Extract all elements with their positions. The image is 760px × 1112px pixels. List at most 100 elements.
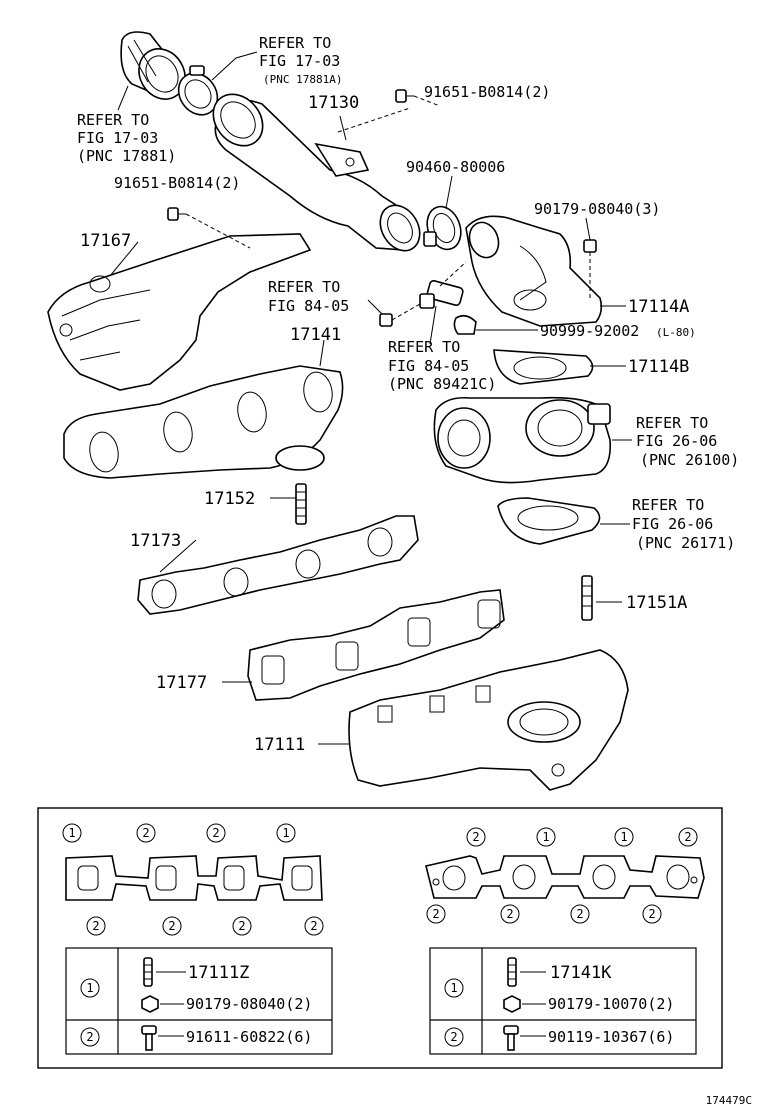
label-90999-note: (L-80) — [656, 326, 696, 339]
callout-refer-fig-84-05-b: REFER TO FIG 84-05 (PNC 89421C) — [388, 338, 496, 393]
label-90179: 90179-08040(3) — [534, 200, 660, 218]
legend-right-gasket — [425, 855, 705, 899]
bolt-91651-top-part — [395, 89, 414, 103]
legend-box — [37, 807, 723, 1069]
intake-pipe-17130-part — [212, 93, 421, 252]
callout-text: REFER TO — [268, 278, 340, 296]
gasket-throttle-part — [497, 497, 601, 545]
label-91651-left: 91651-B0814(2) — [114, 174, 240, 192]
mark-number: 2 — [432, 907, 439, 921]
bolt-91651-left-part — [167, 207, 186, 221]
intake-gasket-17177-part — [247, 589, 505, 701]
nut-icon — [503, 995, 521, 1013]
mark-number: 2 — [684, 830, 691, 844]
diagram-id: 174479C — [706, 1094, 752, 1107]
legend-left-gasket — [65, 855, 323, 901]
bolt-refer-8405-part — [379, 313, 393, 327]
gasket-17114b-part — [493, 349, 594, 385]
stud-icon — [507, 957, 517, 987]
air-hose-part — [120, 31, 186, 100]
label-17177: 17177 — [156, 673, 207, 693]
outlet-housing-17114a-part — [465, 215, 603, 327]
mark-number: 2 — [310, 919, 317, 933]
part-number: 90179-10070(2) — [548, 995, 674, 1013]
stud-icon — [143, 957, 153, 987]
callout-refer-fig-26-06-b: REFER TO FIG 26-06 (PNC 26171) — [632, 496, 735, 552]
callout-text: (PNC 89421C) — [388, 375, 496, 393]
part-number: 17141K — [550, 963, 612, 983]
throttle-body-part — [433, 396, 612, 484]
mark-number: 2 — [506, 907, 513, 921]
heat-insulator-17167-part — [47, 233, 312, 391]
callout-text: (PNC 17881A) — [263, 73, 342, 86]
part-number: 90119-10367(6) — [548, 1028, 674, 1046]
label-90999: 90999-92002 — [540, 322, 639, 340]
hose-clamp-90460-part — [423, 205, 462, 251]
callout-refer-fig-17-03: REFER TO FIG 17-03 (PNC 17881) — [77, 111, 176, 165]
mark-number: 1 — [282, 826, 289, 840]
label-17114b: 17114B — [628, 357, 689, 377]
label-17114a: 17114A — [628, 297, 689, 317]
row-mark: 2 — [86, 1030, 93, 1044]
mark-number: 2 — [92, 919, 99, 933]
row-mark: 2 — [450, 1030, 457, 1044]
callout-text: REFER TO — [632, 496, 704, 514]
mark-number: 2 — [576, 907, 583, 921]
legend-left-top-marks: 1 2 2 1 — [62, 823, 296, 843]
mark-number: 2 — [212, 826, 219, 840]
part-number: 90179-08040(2) — [186, 995, 312, 1013]
stud-17152-part — [295, 483, 307, 525]
callout-text: (PNC 26100) — [640, 451, 739, 469]
exhaust-manifold-17141-part — [63, 365, 344, 479]
mark-number: 1 — [68, 826, 75, 840]
label-91651-top: 91651-B0814(2) — [424, 83, 550, 101]
callout-refer-fig-26-06-a: REFER TO FIG 26-06 (PNC 26100) — [636, 414, 739, 469]
intake-manifold-17111-part — [348, 649, 629, 791]
legend-left-bottom-marks: 2 2 2 2 — [86, 916, 324, 936]
callout-text: REFER TO — [388, 338, 460, 356]
label-17111: 17111 — [254, 735, 305, 755]
hose-clamp-part — [177, 65, 219, 116]
callout-refer-fig-17-03-a: REFER TO FIG 17-03 (PNC 17881A) — [259, 34, 342, 86]
callout-text: FIG 17-03 — [77, 129, 158, 147]
mark-number: 2 — [238, 919, 245, 933]
part-number: 17111Z — [188, 963, 249, 983]
label-17173: 17173 — [130, 531, 181, 551]
callout-text: FIG 26-06 — [632, 515, 713, 533]
label-17151a: 17151A — [626, 593, 687, 613]
callout-text: (PNC 17881) — [77, 147, 176, 165]
callout-text: REFER TO — [77, 111, 149, 129]
callout-text: REFER TO — [636, 414, 708, 432]
label-17141: 17141 — [290, 325, 341, 345]
stud-17151a-part — [581, 575, 593, 621]
exhaust-gasket-17173-part — [137, 515, 419, 615]
row-mark: 1 — [86, 981, 93, 995]
mark-number: 1 — [542, 830, 549, 844]
label-17152: 17152 — [204, 489, 255, 509]
callout-refer-fig-84-05-a: REFER TO FIG 84-05 — [268, 278, 349, 315]
mark-number: 2 — [142, 826, 149, 840]
callout-text: FIG 84-05 — [268, 297, 349, 315]
sensor-part — [419, 280, 477, 335]
bolt-icon — [503, 1025, 519, 1051]
callout-text: (PNC 26171) — [636, 534, 735, 552]
mark-number: 2 — [648, 907, 655, 921]
callout-text: FIG 26-06 — [636, 432, 717, 450]
row-mark: 1 — [450, 981, 457, 995]
bolt-icon — [141, 1025, 157, 1051]
callout-text: FIG 84-05 — [388, 357, 469, 375]
legend-right-table: 1 2 17141K 90179-10070(2) 90119-10367(6) — [429, 947, 697, 1055]
part-number: 91611-60822(6) — [186, 1028, 312, 1046]
nut-icon — [141, 995, 159, 1013]
legend-left-table: 1 2 17111Z 90179-08040(2) 91611-60822(6) — [65, 947, 333, 1055]
label-90460: 90460-80006 — [406, 158, 505, 176]
legend-right-bottom-marks: 2 2 2 2 — [426, 904, 662, 924]
mark-number: 1 — [620, 830, 627, 844]
mark-number: 2 — [472, 830, 479, 844]
label-17167: 17167 — [80, 231, 131, 251]
callout-text: REFER TO — [259, 34, 331, 52]
mark-number: 2 — [168, 919, 175, 933]
assembly-dashed-lines — [185, 95, 591, 321]
legend-right-top-marks: 2 1 1 2 — [466, 827, 698, 847]
